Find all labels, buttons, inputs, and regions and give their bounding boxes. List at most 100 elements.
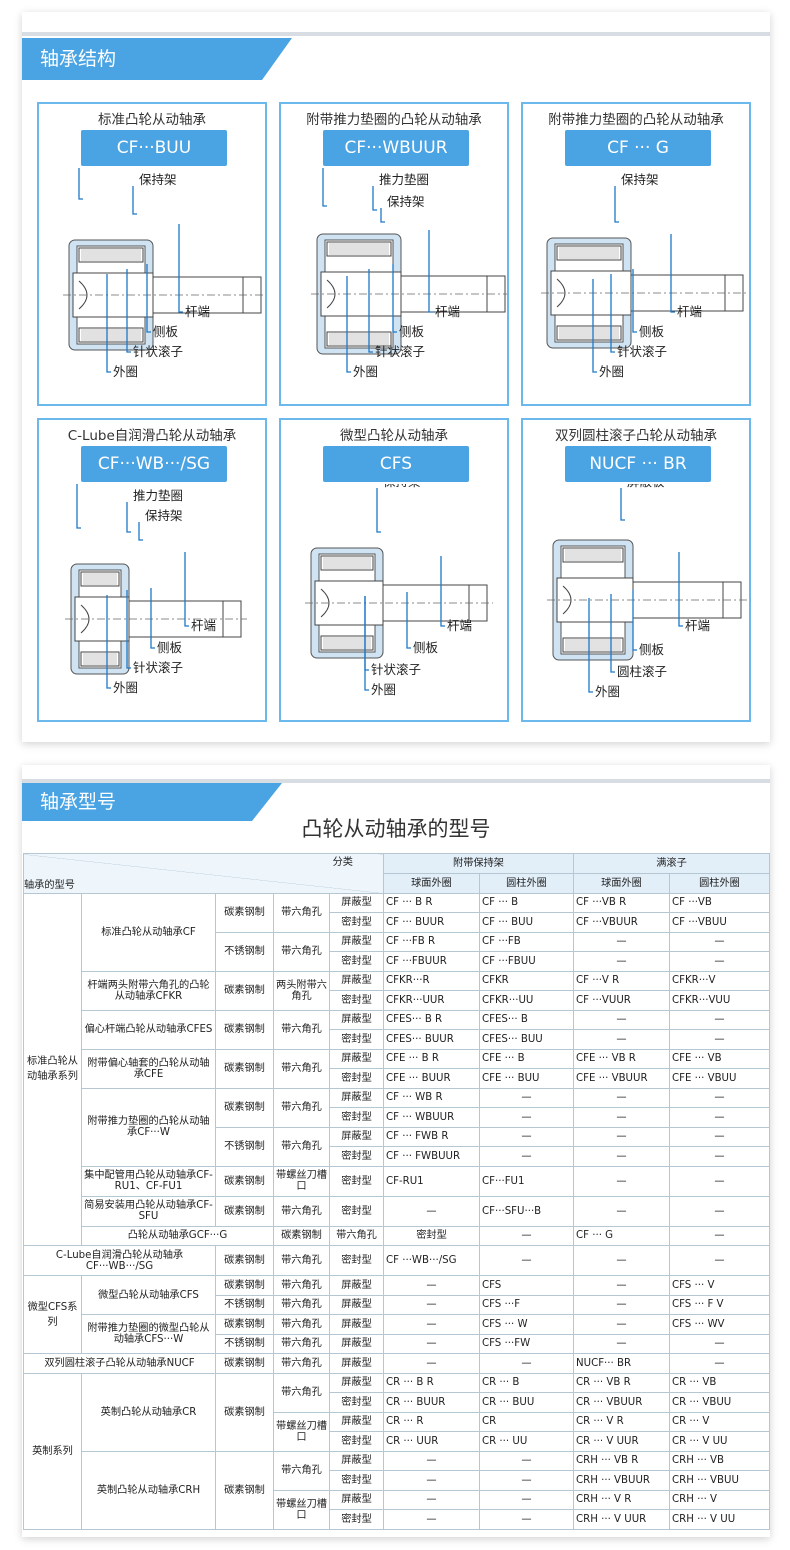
table-cell: 密封型 bbox=[329, 1029, 384, 1050]
structure-panel: 双列圆柱滚子凸轮从动轴承NUCF ··· BR屏蔽板杆端侧板圆柱滚子外圈 bbox=[521, 418, 751, 722]
table-cell: 碳素钢制 bbox=[215, 1450, 274, 1530]
model-cell: CRH ··· VBUUR bbox=[573, 1470, 670, 1491]
panel-title: 附带推力垫圈的凸轮从动轴承 bbox=[548, 112, 724, 128]
model-cell: CR ··· V UUR bbox=[573, 1431, 670, 1452]
leader-line bbox=[428, 230, 433, 313]
table-cell: 附带偏心轴套的凸轮从动轴承CFE bbox=[81, 1048, 216, 1089]
model-cell: — bbox=[669, 1195, 770, 1227]
table-cell: 密封型 bbox=[329, 1470, 384, 1491]
leader-line bbox=[126, 590, 131, 669]
table-cell: 英制凸轮从动轴承CR bbox=[81, 1372, 216, 1452]
leader-line bbox=[346, 276, 351, 373]
group-label: 标准凸轮从动轴承系列 bbox=[23, 892, 82, 1246]
model-cell: CFS bbox=[479, 1275, 574, 1296]
model-cell: CF ···WB···/SG bbox=[383, 1245, 480, 1276]
model-cell: — bbox=[573, 951, 670, 972]
model-cell: — bbox=[669, 1029, 770, 1050]
model-cell: CFE ··· BUUR bbox=[383, 1068, 480, 1089]
part-label: 侧板 bbox=[399, 324, 425, 339]
model-cell: — bbox=[383, 1353, 480, 1374]
table-cell: 碳素钢制 bbox=[215, 1353, 274, 1374]
table-cell: 密封型 bbox=[329, 951, 384, 972]
model-cell: CFS ··· F V bbox=[669, 1294, 770, 1315]
model-code-badge: CF ··· G bbox=[565, 130, 711, 166]
table-cell: 屏蔽型 bbox=[329, 1275, 384, 1296]
model-code-badge: CF···WB···/SG bbox=[81, 446, 227, 482]
model-cell: — bbox=[573, 1195, 670, 1227]
model-cell: CF ···FB R bbox=[383, 931, 480, 952]
model-table: 分类轴承的型号附带保持架满滚子球面外圈圆柱外圈球面外圈圆柱外圈标准凸轮从动轴承系… bbox=[23, 853, 770, 1530]
model-cell: CFES··· B bbox=[479, 1009, 574, 1030]
bearing-cross-section: 屏蔽板杆端侧板圆柱滚子外圈 bbox=[547, 484, 747, 699]
leader-line bbox=[184, 552, 189, 627]
model-cell: — bbox=[573, 1146, 670, 1167]
leader-line bbox=[126, 502, 131, 533]
model-cell: — bbox=[573, 1245, 670, 1276]
table-cell: 带六角孔 bbox=[273, 1333, 330, 1354]
table-cell: 带六角孔 bbox=[273, 1126, 330, 1167]
structure-panel: 标准凸轮从动轴承CF···BUU密封垫片保持架杆端侧板针状滚子外圈 bbox=[37, 102, 267, 406]
part-label: 侧板 bbox=[153, 324, 179, 339]
model-cell: — bbox=[479, 1509, 574, 1530]
table-cell: 密封型 bbox=[329, 1509, 384, 1530]
model-cell: CF ··· B bbox=[479, 892, 574, 913]
table-cell: 双列圆柱滚子凸轮从动轴承NUCF bbox=[23, 1353, 216, 1374]
table-cell: 屏蔽型 bbox=[329, 1333, 384, 1354]
table-cell: 屏蔽型 bbox=[329, 970, 384, 991]
table-cell: 带六角孔 bbox=[273, 1314, 330, 1335]
leader-line bbox=[126, 269, 131, 353]
table-cell: 密封型 bbox=[329, 1245, 384, 1276]
divider bbox=[22, 32, 770, 36]
model-cell: CFE ··· B bbox=[479, 1048, 574, 1069]
table-cell: 密封型 bbox=[329, 1195, 384, 1227]
model-cell: CFE ··· VBUU bbox=[669, 1068, 770, 1089]
model-cell: — bbox=[479, 1126, 574, 1147]
part-label: 外圈 bbox=[371, 682, 396, 697]
model-cell: CR ··· B R bbox=[383, 1372, 480, 1393]
model-cell: CFE ··· BUU bbox=[479, 1068, 574, 1089]
model-cell: — bbox=[669, 1353, 770, 1374]
leader-line bbox=[76, 484, 81, 529]
table-cell: 带螺丝刀槽口 bbox=[273, 1165, 330, 1197]
table-cell: 带六角孔 bbox=[273, 1353, 330, 1374]
model-label: 轴承的型号 bbox=[24, 879, 75, 891]
model-cell: CR ··· VBUU bbox=[669, 1392, 770, 1413]
table-cell: 集中配管用凸轮从动轴承CF-RU1、CF-FU1 bbox=[81, 1165, 216, 1197]
structure-panel: 附带推力垫圈的凸轮从动轴承CF···WBUUR密封垫片推力垫圈保持架杆端侧板针状… bbox=[279, 102, 509, 406]
table-cell: 密封型 bbox=[329, 1392, 384, 1413]
model-cell: — bbox=[383, 1333, 480, 1354]
panel-title: 双列圆柱滚子凸轮从动轴承 bbox=[555, 428, 717, 444]
leader-line bbox=[678, 552, 683, 627]
structure-panel: 微型凸轮从动轴承CFS保持架杆端侧板针状滚子外圈 bbox=[279, 418, 509, 722]
model-cell: CR ··· VB bbox=[669, 1372, 770, 1393]
model-cell: — bbox=[573, 931, 670, 952]
leader-line bbox=[178, 224, 183, 313]
model-cell: CFE ··· VB R bbox=[573, 1048, 670, 1069]
model-cell: CF ···FBUU bbox=[479, 951, 574, 972]
leader-line bbox=[146, 264, 151, 333]
leader-line bbox=[368, 269, 373, 353]
model-cell: CR ··· VB R bbox=[573, 1372, 670, 1393]
model-cell: CFKR···VUU bbox=[669, 990, 770, 1011]
table-cell: 碳素钢制 bbox=[215, 970, 274, 1011]
model-cell: — bbox=[669, 1009, 770, 1030]
part-label: 侧板 bbox=[639, 642, 665, 657]
model-cell: CFES··· BUU bbox=[479, 1029, 574, 1050]
table-cell: 带六角孔 bbox=[273, 1048, 330, 1089]
model-cell: CF···FU1 bbox=[479, 1165, 574, 1197]
part-label: 圆柱滚子 bbox=[617, 664, 667, 679]
model-cell: — bbox=[383, 1470, 480, 1491]
part-label: 保持架 bbox=[139, 172, 177, 187]
table-cell: 屏蔽型 bbox=[329, 1353, 384, 1374]
model-cell: CFS ··· V bbox=[669, 1275, 770, 1296]
table-cell: C-Lube自润滑凸轮从动轴承CF···WB···/SG bbox=[23, 1245, 216, 1276]
model-cell: CF ··· BUU bbox=[479, 912, 574, 933]
table-cell: 英制凸轮从动轴承CRH bbox=[81, 1450, 216, 1530]
table-cell: 偏心杆端凸轮从动轴承CFES bbox=[81, 1009, 216, 1050]
model-cell: CR bbox=[479, 1411, 574, 1432]
bearing-drawing bbox=[63, 239, 265, 351]
model-cell: — bbox=[479, 1087, 574, 1108]
model-cell: — bbox=[479, 1245, 574, 1276]
panel-title: C-Lube自润滑凸轮从动轴承 bbox=[67, 428, 237, 444]
panel-title: 标准凸轮从动轴承 bbox=[98, 112, 206, 128]
